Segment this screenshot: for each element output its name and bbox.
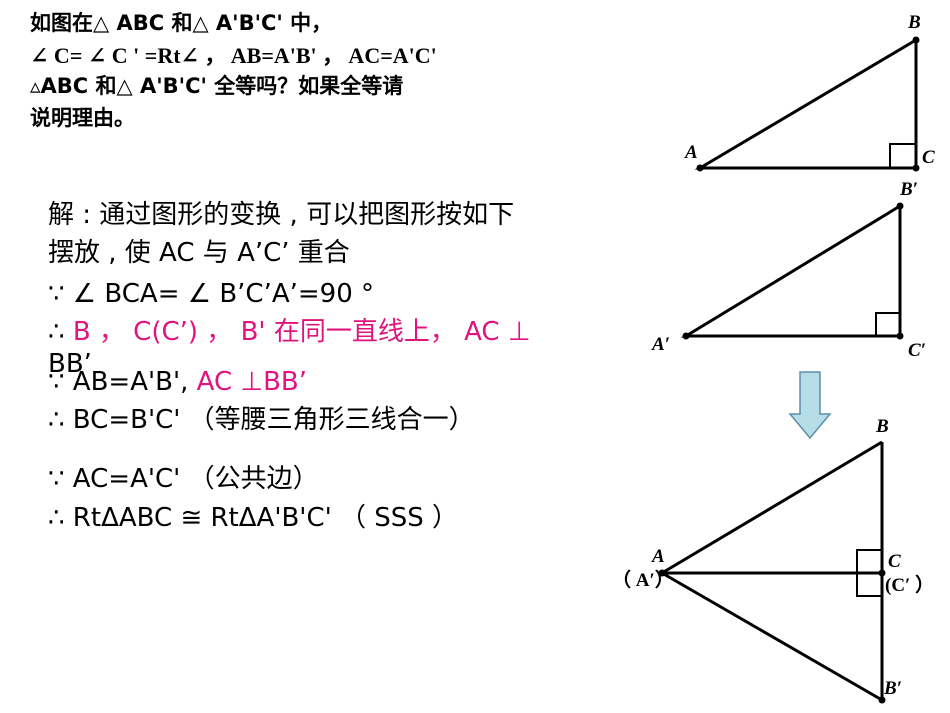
label-a-prime-combined: （ A′） [612, 568, 674, 591]
triangle-2-outline [680, 203, 902, 338]
label-b-prime: B′ [899, 179, 918, 200]
point-b-prime [896, 202, 904, 210]
triangle-abc: A B C [684, 12, 935, 172]
solution-line-6: ∴ BC=B'C' （等腰三角形三线合一） [48, 405, 475, 435]
problem-statement: 如图在△ ABC 和△ A'B'C' 中， ∠ C= ∠ C ' =Rt∠ ， … [30, 8, 590, 134]
label-b-combined: B [875, 416, 889, 437]
point-b [912, 36, 920, 44]
solution-line-5-prefix: ∵ AB=A'B', [48, 367, 197, 397]
side-ab [661, 440, 883, 575]
combined-triangle: A （ A′） B C (C′ ） B′ [612, 416, 934, 704]
solution-line-4-wrap: BB’ [48, 349, 92, 379]
right-angle-mark-lower [856, 573, 882, 597]
point-a-combined [658, 569, 666, 577]
label-c-prime-combined: (C′ ） [885, 573, 934, 596]
solution-line-4-highlight: B ， C(C’) ， B' 在同一直线上， AC ⊥ [72, 317, 531, 347]
right-angle-mark-c-prime [875, 312, 900, 336]
solution-line-4-prefix: ∴ [48, 317, 73, 347]
label-c-combined: C [888, 551, 901, 572]
solution-line-1: 解 : 通过图形的变换 , 可以把图形按如下 [48, 200, 515, 230]
solution-line-8: ∴ RtΔABC ≅ RtΔA'B'C' （ SSS ） [48, 503, 459, 533]
problem-line-2: ∠ C= ∠ C ' =Rt∠ ， AB=A'B' ， AC=A'C' [30, 42, 437, 68]
solution-line-7: ∵ AC=A'C' （公共边） [48, 464, 319, 494]
down-arrow-icon [788, 371, 832, 440]
right-angle-mark-c [889, 143, 916, 168]
point-c [912, 164, 920, 172]
label-b: B [907, 12, 921, 33]
point-c-combined [878, 569, 886, 577]
point-a [696, 164, 704, 172]
solution-line-3: ∵ ∠ BCA= ∠ B’C’A’=90 ° [48, 279, 375, 309]
solution-line-5-highlight: AC ⊥BB’ [196, 367, 308, 397]
side-ab-prime [661, 571, 883, 702]
label-a-combined: A [651, 546, 665, 567]
right-angle-mark-upper [856, 549, 882, 573]
label-a-prime: A′ [651, 334, 670, 355]
problem-line-4: 说明理由。 [30, 105, 135, 130]
solution-line-2: 摆放 , 使 AC 与 A’C’ 重合 [48, 238, 350, 268]
label-c-prime: C′ [908, 340, 926, 361]
problem-line-1: 如图在△ ABC 和△ A'B'C' 中， [30, 11, 333, 35]
triangle-abc-outline [694, 37, 918, 170]
solution-line-4: ∴ B ， C(C’) ， B' 在同一直线上， AC ⊥ [48, 315, 530, 349]
label-b-prime-combined: B′ [883, 678, 902, 699]
solution-line-5: ∵ AB=A'B', AC ⊥BB’ [48, 365, 307, 399]
point-c-prime [896, 332, 904, 340]
label-c: C [922, 147, 935, 168]
point-a-prime [682, 332, 690, 340]
problem-line-3: ▵ABC 和△ A'B'C' 全等吗？如果全等请 [30, 74, 404, 98]
point-b-prime-combined [878, 696, 886, 704]
label-a: A [684, 142, 698, 163]
triangle-a-prime-b-prime-c-prime: A′ B′ C′ [651, 179, 926, 361]
